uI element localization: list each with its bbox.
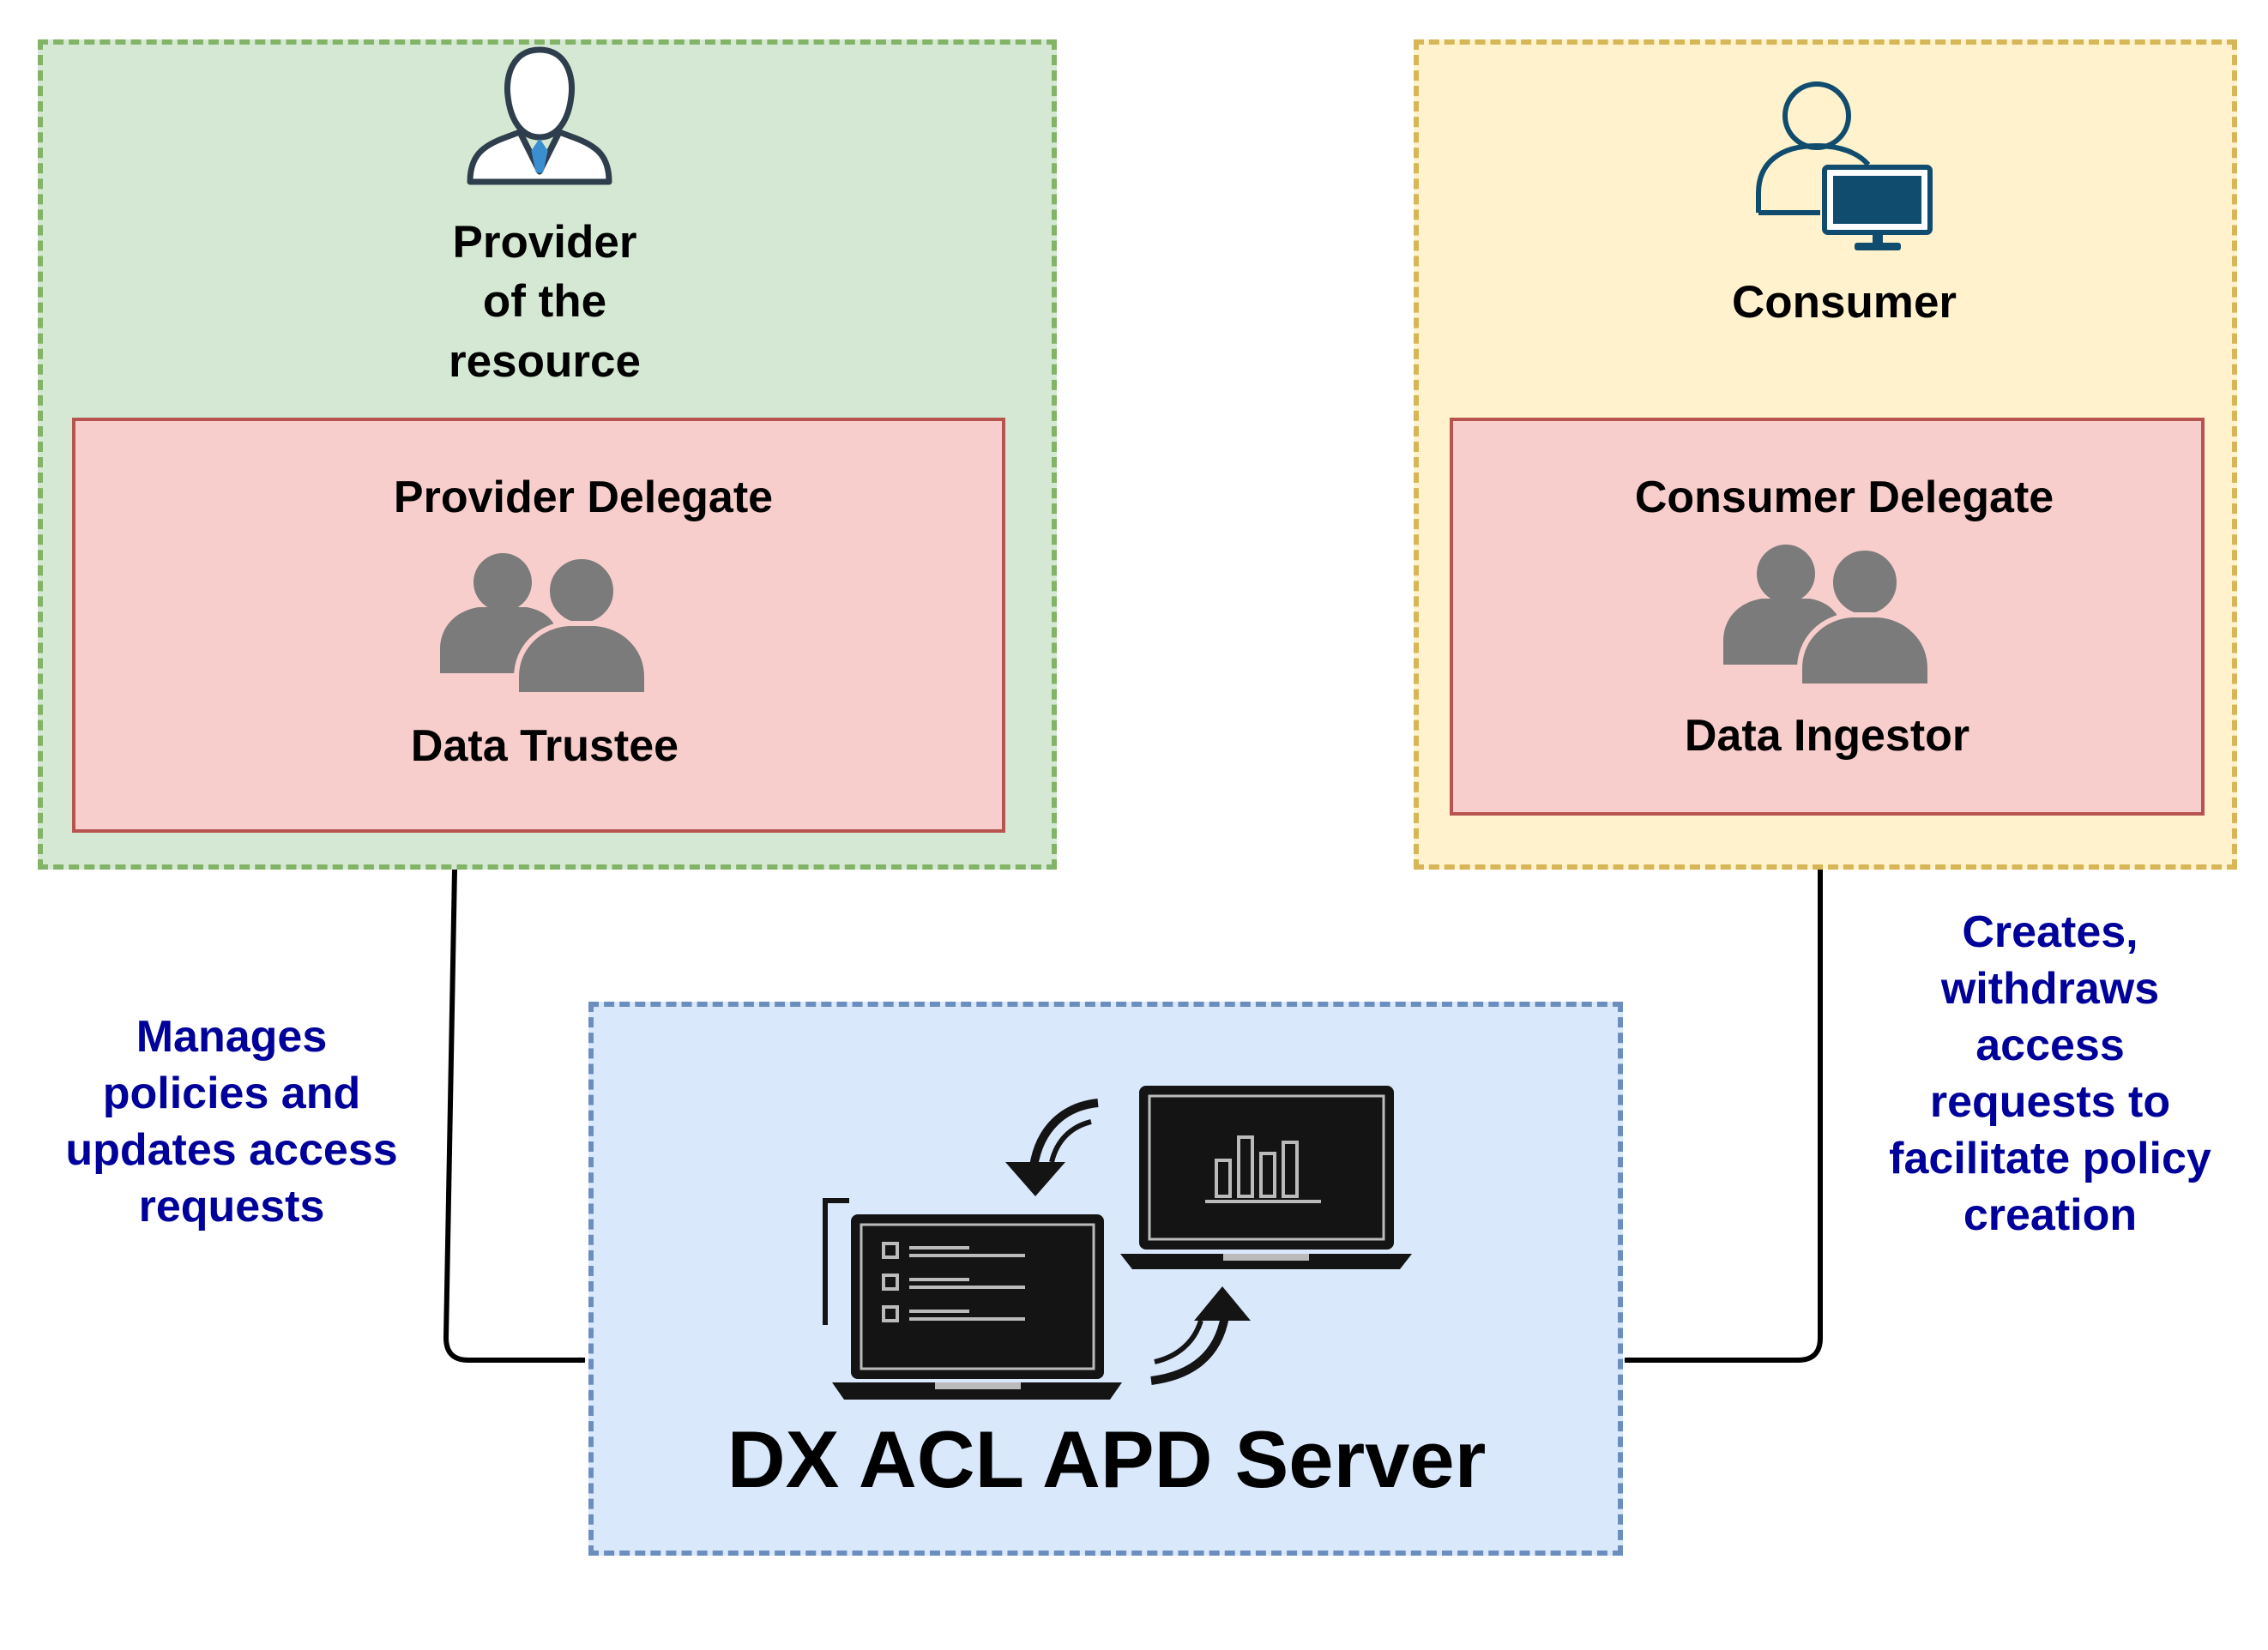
edge-label-line: policies and [102,1069,361,1119]
server-title: DX ACL APD Server [727,1414,1487,1504]
edge-label-provider: Manages policies and updates access requ… [34,1009,429,1235]
edge-label-line: withdraws [1940,964,2160,1015]
provider-title-line: resource [449,335,641,387]
edge-label-line: creation [1963,1190,2138,1241]
server-box [588,1002,1623,1556]
user-computer-icon [1756,81,1933,250]
laptops-exchange-icon [823,1086,1412,1400]
user-group-icon [1723,545,1933,689]
edge-label-line: facilitate policy [1889,1134,2211,1184]
business-person-icon [467,46,612,185]
provider-title: Provider of the resource [369,214,721,390]
consumer-delegate-title: Consumer Delegate [1634,473,2054,522]
consumer-title: Consumer [1731,277,1957,328]
edge-label-line: Manages [136,1012,328,1062]
edge-label-line: updates access [65,1125,398,1176]
edge-provider-to-server [443,869,586,1364]
edge-consumer-to-server [1624,870,1823,1364]
edge-label-line: requests [138,1182,325,1232]
edge-label-line: Creates, [1962,907,2138,957]
provider-delegate-title: Provider Delegate [393,473,774,522]
edge-label-line: access [1975,1021,2125,1071]
user-group-icon [440,553,649,697]
edge-label-line: requests to [1929,1077,2171,1128]
provider-title-line: Provider [452,217,637,268]
edge-label-consumer: Creates, withdraws access requests to fa… [1861,904,2239,1244]
provider-title-line: of the [482,276,607,328]
provider-delegate-subtitle: Data Trustee [410,721,679,771]
consumer-delegate-subtitle: Data Ingestor [1684,711,1970,761]
